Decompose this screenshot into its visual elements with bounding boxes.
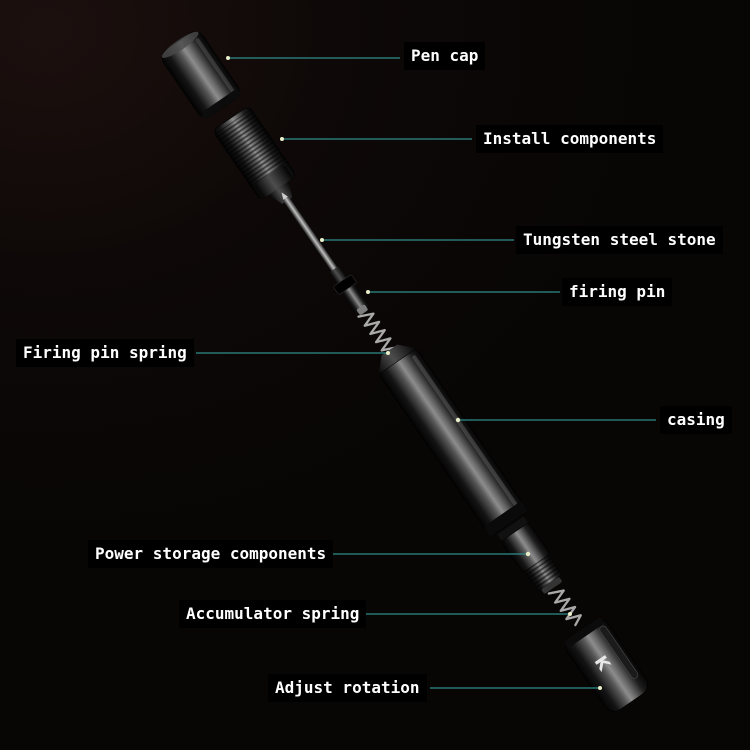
- firing-pin-part: [333, 274, 368, 315]
- accumulator-spring-part: [547, 589, 582, 627]
- power-storage-part: [498, 517, 563, 594]
- leader-endpoint-dots: [226, 56, 602, 690]
- leader-lines: [196, 57, 656, 689]
- label-tungsten-steel-stone: Tungsten steel stone: [516, 226, 723, 254]
- label-firing-pin: firing pin: [562, 278, 673, 306]
- label-install-components: Install components: [476, 125, 664, 153]
- label-power-storage-components: Power storage components: [88, 540, 334, 568]
- tungsten-rod-part: [281, 192, 348, 285]
- label-adjust-rotation: Adjust rotation: [268, 674, 427, 702]
- tail-cap-part: K: [564, 617, 648, 712]
- install-components-part: [214, 107, 295, 204]
- pen-clip: [599, 625, 639, 679]
- label-accumulator-spring: Accumulator spring: [179, 600, 367, 628]
- pen-cap-part: [161, 31, 241, 119]
- casing-part: [378, 344, 528, 536]
- label-pen-cap: Pen cap: [404, 42, 486, 70]
- label-casing: casing: [660, 406, 732, 434]
- label-firing-pin-spring: Firing pin spring: [16, 339, 194, 367]
- firing-pin-spring-part: [357, 312, 396, 352]
